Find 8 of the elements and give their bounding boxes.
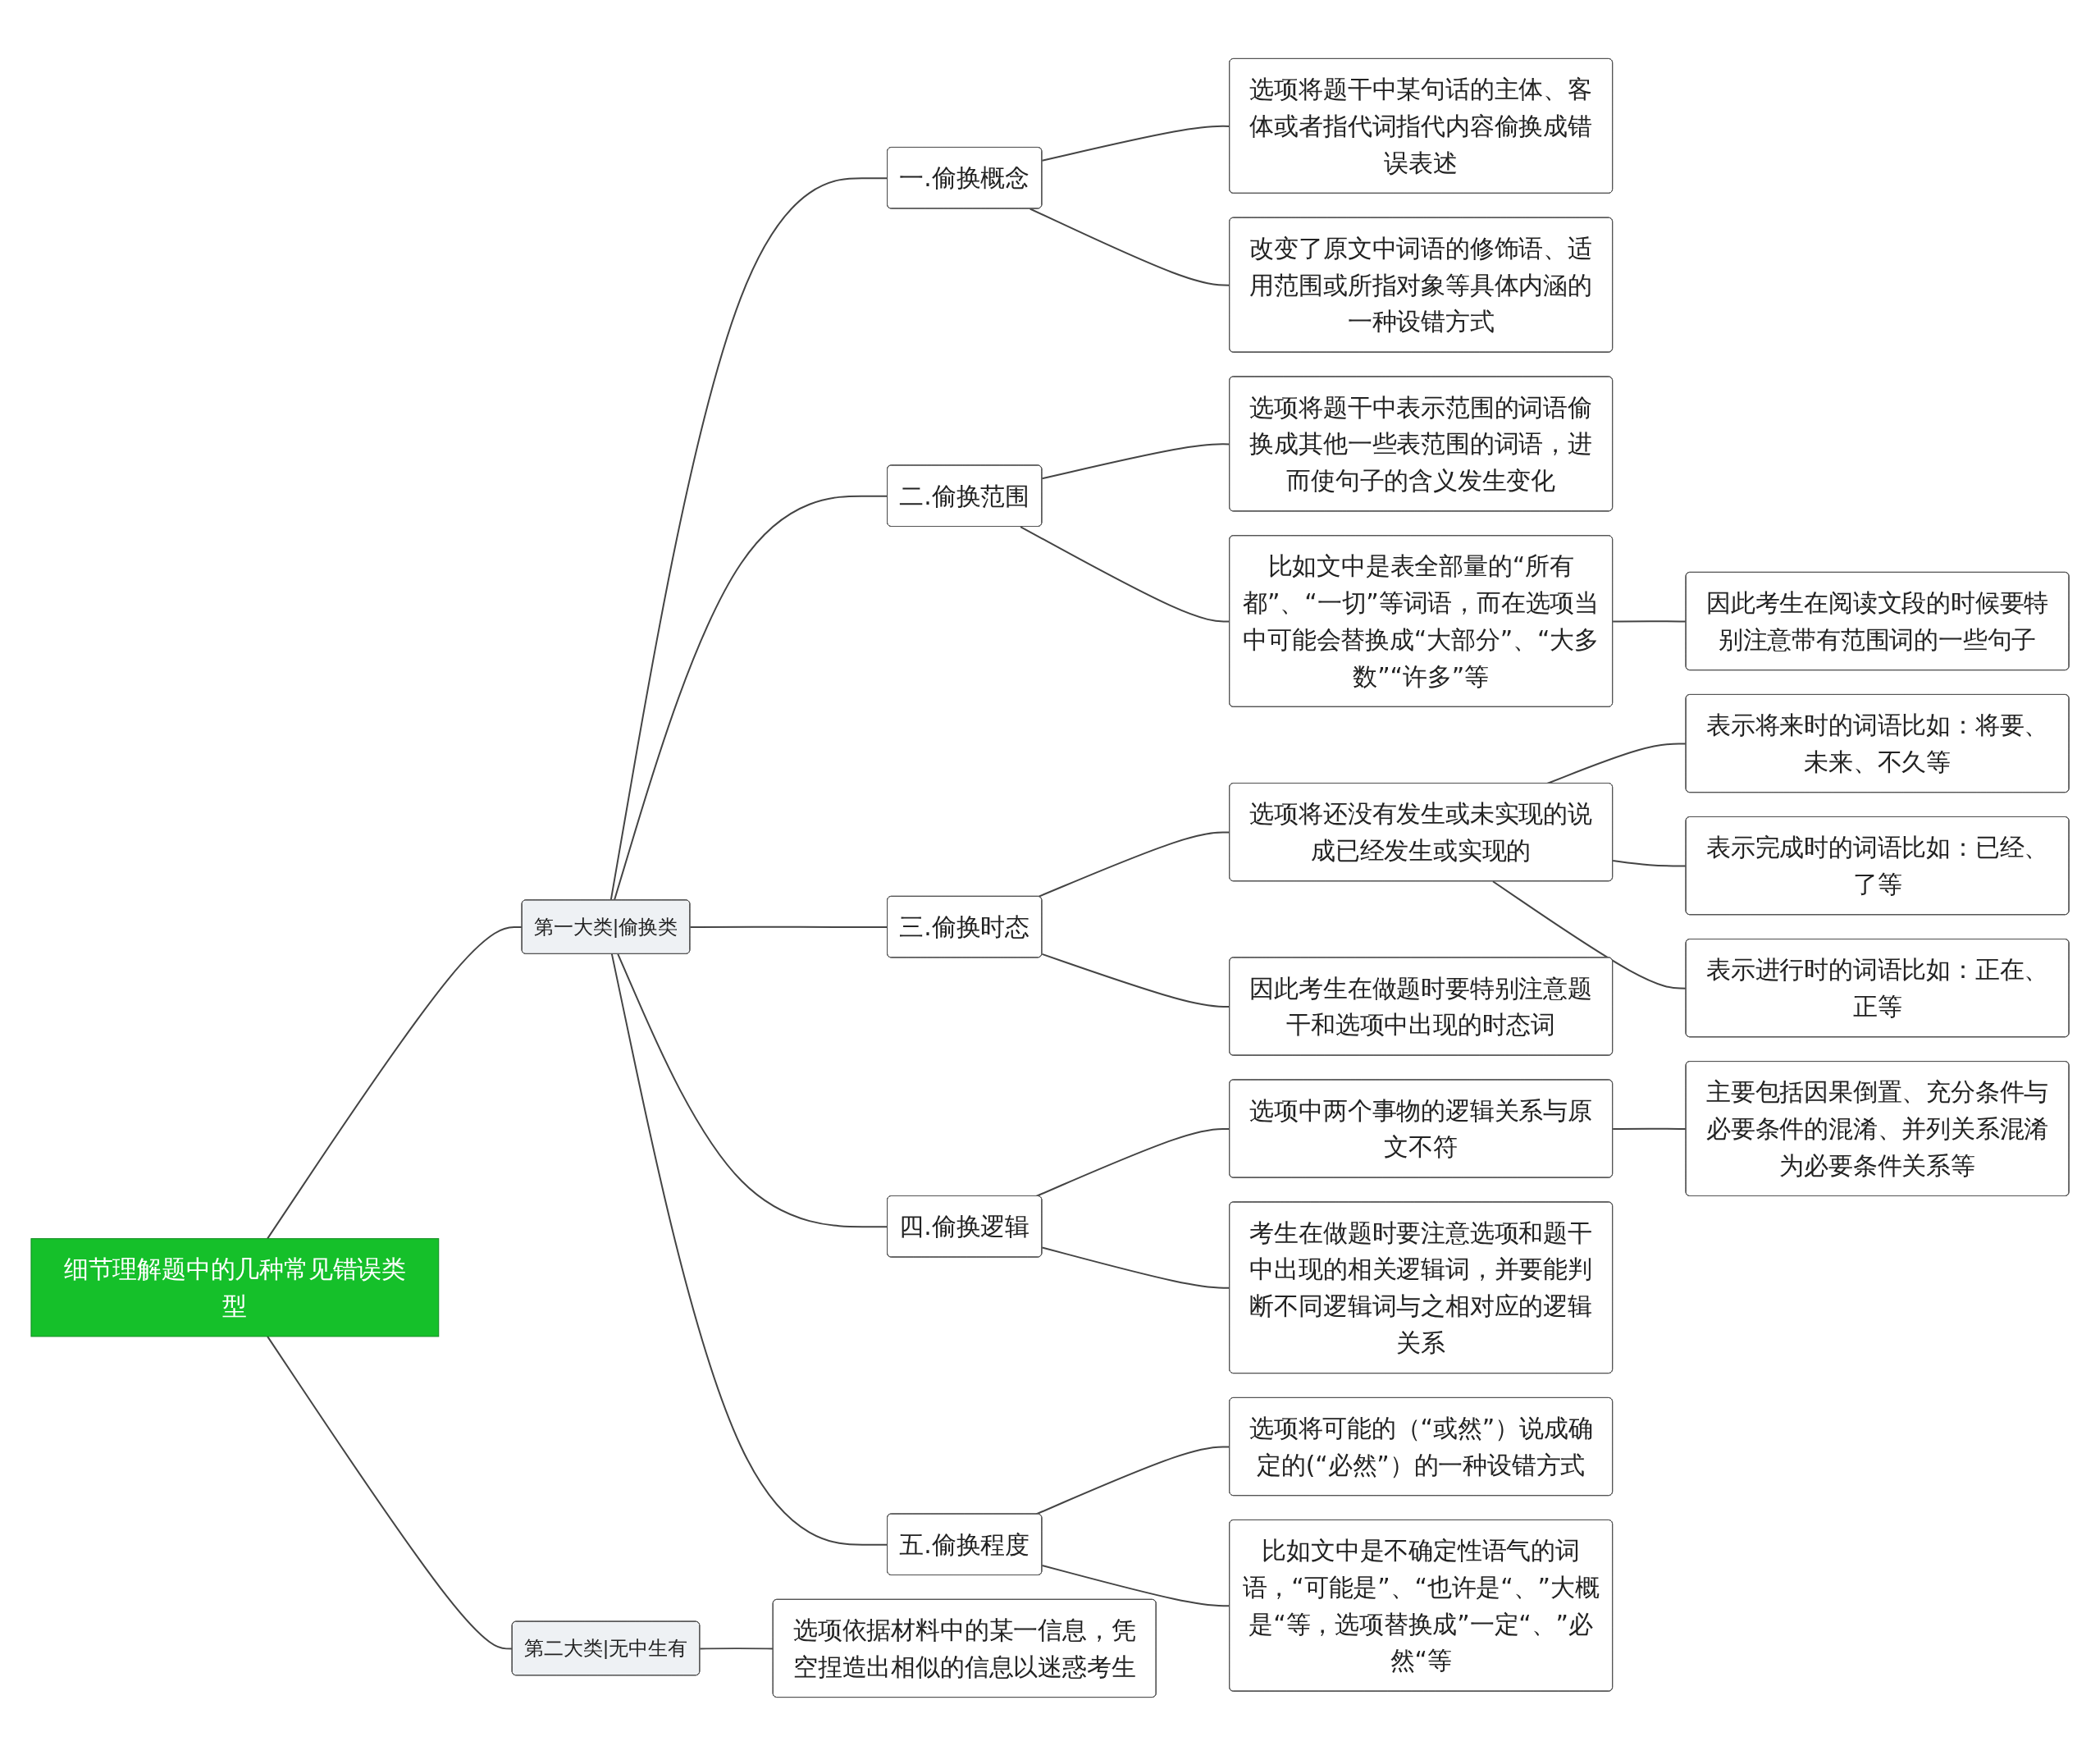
connector <box>267 925 523 1240</box>
connector <box>1491 880 1687 989</box>
connector <box>699 1647 774 1649</box>
connector <box>1612 1127 1687 1130</box>
node-box: 细节理解题中的几种常见错误类型 <box>30 1237 440 1337</box>
connector <box>267 1335 514 1649</box>
connector <box>1612 619 1687 622</box>
connector <box>1612 859 1687 867</box>
